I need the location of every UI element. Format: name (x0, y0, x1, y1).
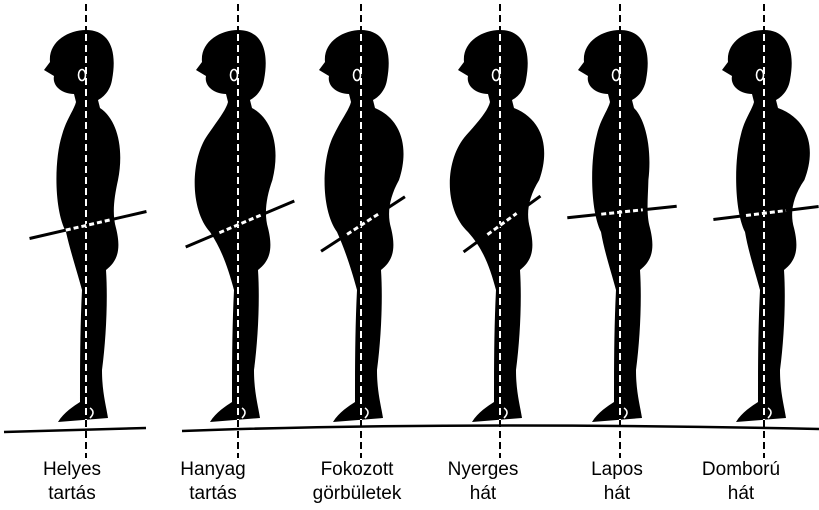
posture-figure (319, 4, 405, 458)
caption-helyes-tartas: Helyes tartás (2, 458, 142, 506)
caption-line-1: Fokozott (287, 458, 427, 482)
caption-line-2: tartás (2, 482, 142, 506)
caption-dombor-hat: Domború hát (671, 458, 811, 506)
caption-line-1: Hanyag (143, 458, 283, 482)
caption-line-2: hát (413, 482, 553, 506)
caption-line-2: hát (671, 482, 811, 506)
posture-figure (186, 4, 295, 458)
ground-line (4, 428, 146, 432)
caption-hanyag-tartas: Hanyag tartás (143, 458, 283, 506)
caption-lapos-hat: Lapos hát (547, 458, 687, 506)
posture-figure (30, 4, 147, 458)
caption-fokozott-gorbuletek: Fokozott görbületek (287, 458, 427, 506)
caption-line-1: Nyerges (413, 458, 553, 482)
caption-line-2: hát (547, 482, 687, 506)
person-silhouette (578, 30, 652, 422)
posture-figure (450, 4, 544, 458)
caption-line-1: Domború (671, 458, 811, 482)
caption-line-2: görbületek (287, 482, 427, 506)
caption-line-1: Lapos (547, 458, 687, 482)
caption-line-1: Helyes (2, 458, 142, 482)
caption-line-2: tartás (143, 482, 283, 506)
posture-figure (567, 4, 676, 458)
posture-figure (713, 4, 818, 458)
person-silhouette (722, 30, 810, 422)
caption-nyerges-hat: Nyerges hát (413, 458, 553, 506)
